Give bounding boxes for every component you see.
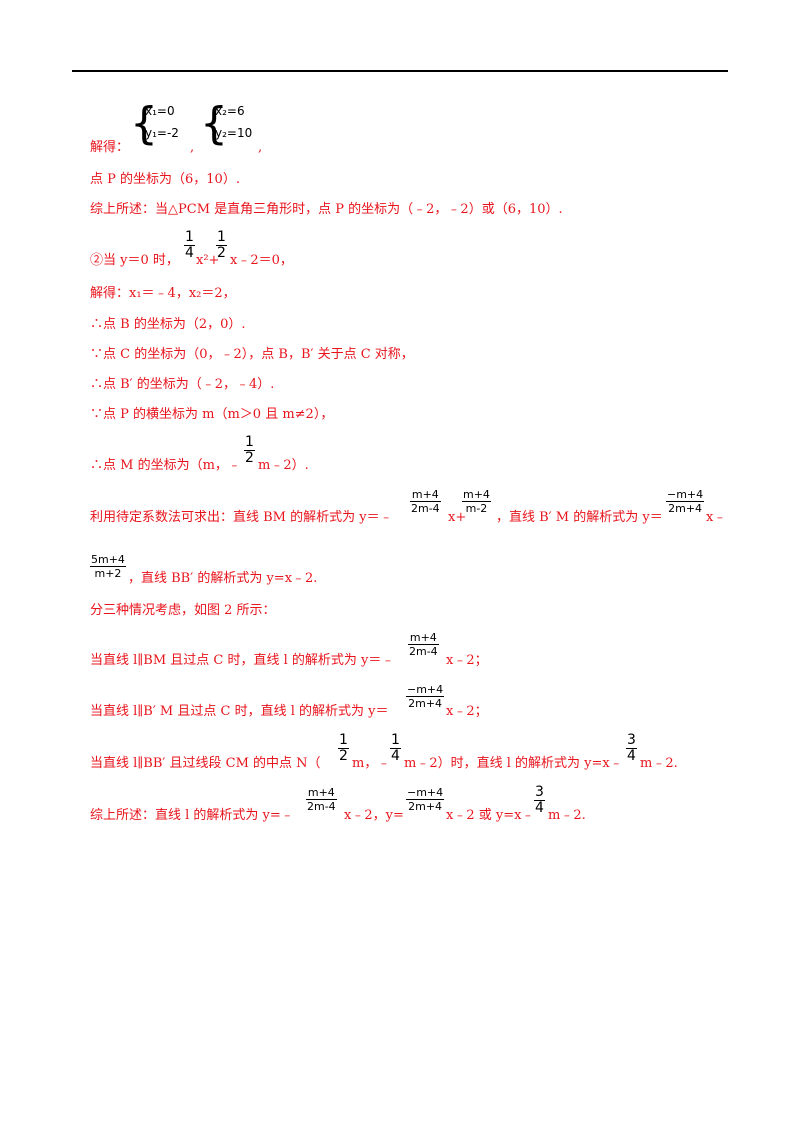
system-2: x₂=6 y₂=10: [215, 100, 252, 144]
frac-den: 2: [244, 450, 255, 466]
text-line-15-a: 当直线 l∥BB′ 且过线段 CM 的中点 N（: [90, 756, 321, 771]
text-line-15-c: m﹣2）时，直线 l 的解析式为 y=x﹣: [404, 756, 623, 771]
frac-den: 2m+4: [406, 799, 445, 813]
system-2-eq-y: y₂=10: [215, 126, 253, 140]
text-line-3-b: x²+: [196, 253, 220, 268]
frac-den: 4: [390, 748, 401, 764]
frac-den: m-2: [462, 501, 491, 515]
frac-num: m+4: [409, 631, 437, 644]
frac-num: −m+4: [407, 786, 444, 799]
frac-den: 2: [338, 748, 349, 764]
text-line-3-a: ②当 y＝0 时，: [90, 253, 179, 268]
text-line-12: 分三种情况考虑，如图 2 所示：: [90, 603, 276, 618]
text-line-1: 点 P 的坐标为（6，10）.: [90, 172, 240, 187]
frac-den: 2m+4: [406, 696, 445, 710]
brace-left-1: {: [130, 98, 158, 149]
solution-line: 解得：: [90, 140, 129, 156]
frac-num: m+4: [411, 488, 439, 501]
frac-den: m+2: [90, 566, 126, 580]
text-line-10-d: x﹣: [706, 510, 727, 525]
text-line-5: ∴点 B 的坐标为（2，0）.: [90, 317, 246, 332]
text-line-15-d: m﹣2.: [640, 756, 678, 771]
frac-den: 2m-4: [306, 799, 337, 813]
text-line-14-b: x﹣2；: [446, 704, 488, 719]
text-line-7: ∴点 B′ 的坐标为（﹣2，﹣4）.: [90, 377, 275, 392]
system-1-eq-x: x₁=0: [145, 104, 175, 118]
frac-den: 4: [626, 748, 637, 764]
frac-den: 2m+4: [666, 501, 705, 515]
text-line-10-c: ，直线 B′ M 的解析式为 y＝: [496, 510, 663, 525]
text-line-14-a: 当直线 l∥B′ M 且过点 C 时，直线 l 的解析式为 y＝: [90, 704, 389, 719]
text-line-3: ②当 y＝0 时，: [90, 253, 179, 269]
text-line-4: 解得：x₁＝﹣4，x₂＝2，: [90, 286, 236, 301]
brace-left-2: {: [200, 98, 228, 149]
text-line-2: 综上所述：当△PCM 是直角三角形时，点 P 的坐标为（﹣2，﹣2）或（6，10…: [90, 202, 563, 217]
frac-num: 1: [339, 732, 348, 748]
frac-num: m+4: [307, 786, 335, 799]
frac-num: 1: [217, 229, 226, 245]
frac-num: −m+4: [667, 488, 704, 501]
text-line-8: ∵点 P 的横坐标为 m（m＞0 且 m≠2），: [90, 407, 334, 422]
frac-den: 2m-4: [410, 501, 441, 515]
frac-num: 1: [185, 229, 194, 245]
text-line-9-a: ∴点 M 的坐标为（m，﹣: [90, 458, 241, 473]
text-line-3-c: x﹣2＝0，: [230, 253, 293, 268]
frac-num: −m+4: [407, 683, 444, 696]
system-1-eq-y: y₁=-2: [145, 126, 179, 140]
frac-num: m+4: [463, 488, 490, 501]
text-line-9-b: m﹣2）.: [258, 458, 309, 473]
text-line-16-b: x﹣2，y=: [344, 808, 404, 823]
text-line-16-a: 综上所述：直线 l 的解析式为 y=﹣: [90, 808, 294, 823]
text-line-6: ∵点 C 的坐标为（0，﹣2），点 B，B′ 关于点 C 对称，: [90, 347, 414, 362]
text-line-11: ，直线 BB′ 的解析式为 y=x﹣2.: [128, 571, 318, 586]
frac-num: 3: [627, 732, 636, 748]
frac-den: 4: [184, 245, 195, 261]
system-end: ,: [258, 140, 263, 155]
text-line-13-b: x﹣2；: [446, 653, 488, 668]
header-rule: [72, 70, 728, 72]
system-1: x₁=0 y₁=-2: [145, 100, 179, 144]
text-line-10-a: 利用待定系数法可求出：直线 BM 的解析式为 y＝﹣: [90, 510, 393, 525]
system-2-eq-x: x₂=6: [215, 104, 245, 118]
frac-num: 5m+4: [91, 553, 125, 566]
text-line-15-b: m，﹣: [352, 756, 391, 771]
text-line-13-a: 当直线 l∥BM 且过点 C 时，直线 l 的解析式为 y＝﹣: [90, 653, 395, 668]
text-line-16-c: x﹣2 或 y=x﹣: [446, 808, 535, 823]
text-line-16-d: m﹣2.: [548, 808, 586, 823]
system-separator: ,: [190, 140, 195, 155]
frac-den: 2: [216, 245, 227, 261]
frac-num: 3: [535, 784, 544, 800]
text-line-10-b: x+: [448, 510, 467, 525]
frac-den: 4: [534, 800, 545, 816]
frac-num: 1: [391, 732, 400, 748]
solve-label: 解得：: [90, 140, 130, 155]
frac-num: 1: [245, 434, 254, 450]
frac-den: 2m-4: [408, 644, 439, 658]
